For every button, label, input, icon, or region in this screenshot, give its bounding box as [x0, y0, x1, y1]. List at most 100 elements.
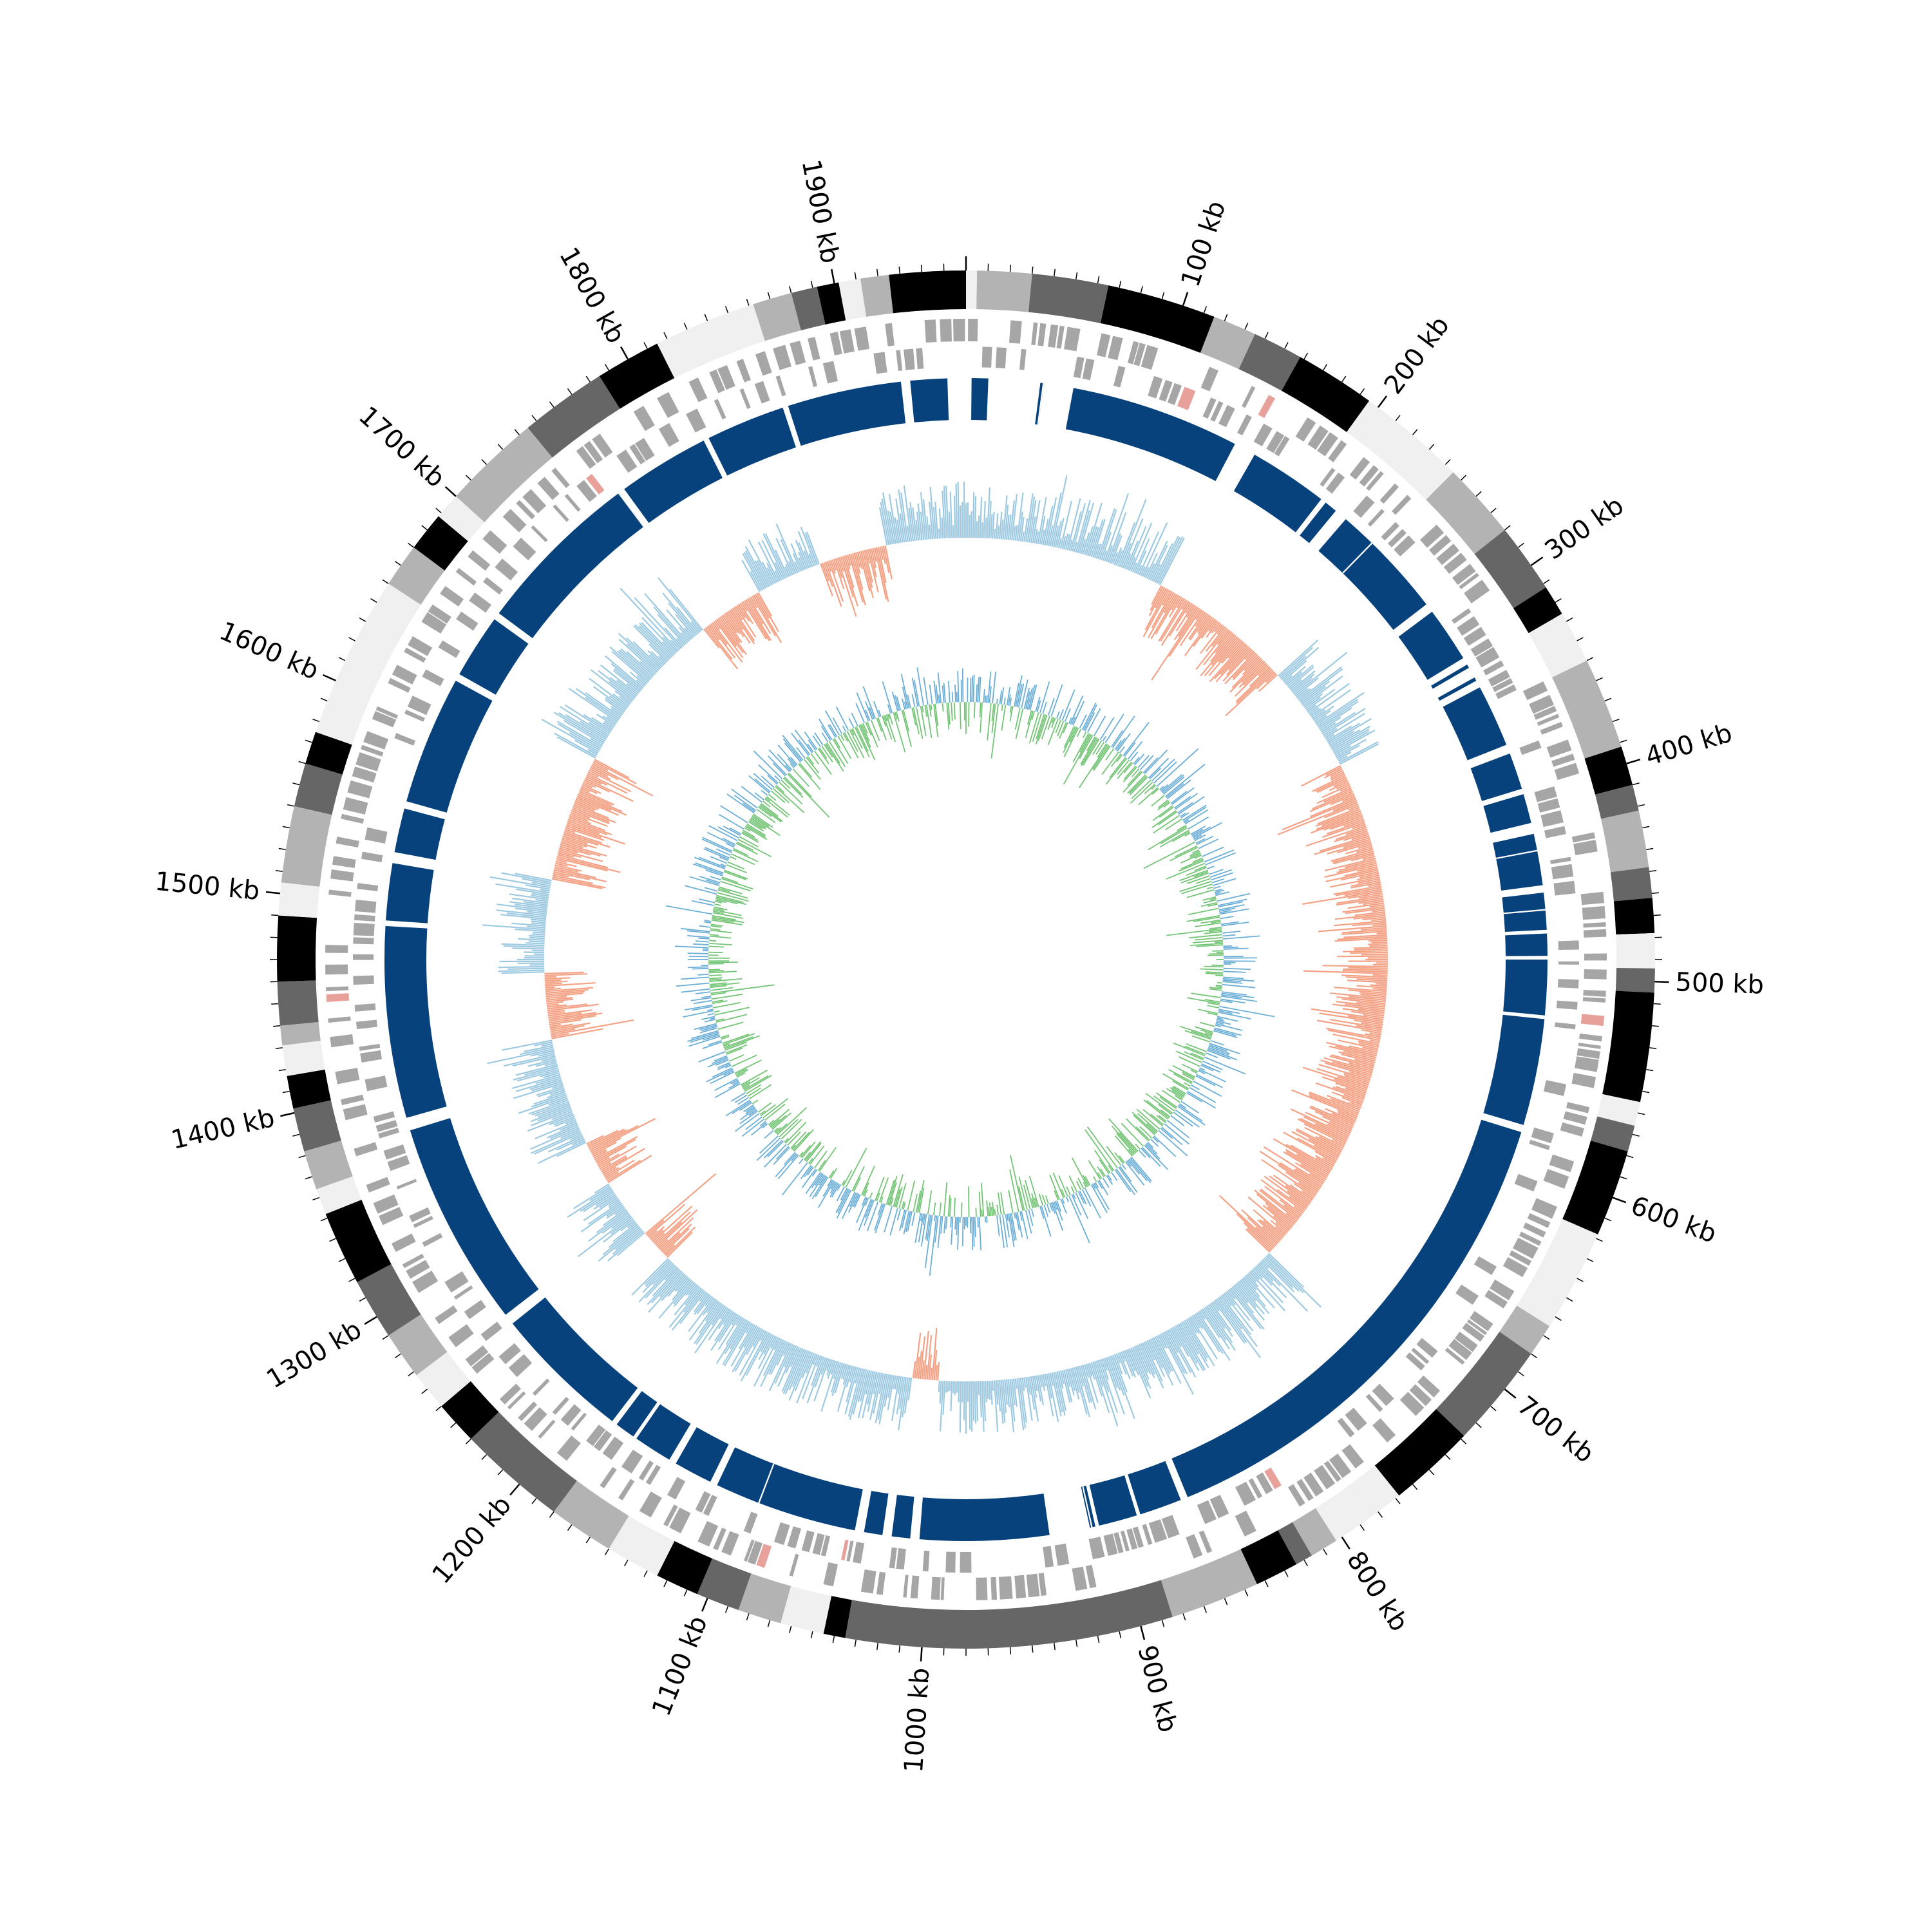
skew-bar — [795, 540, 808, 569]
skew-bar — [748, 539, 773, 585]
feature-box — [1159, 379, 1173, 402]
skew-bar — [587, 1128, 625, 1148]
skew-bar — [1068, 539, 1073, 551]
skew-bar — [843, 555, 855, 588]
skew-bar — [564, 704, 611, 734]
skew-bar — [878, 1373, 884, 1394]
skew-bar — [1070, 511, 1082, 551]
feature-box — [422, 1233, 443, 1247]
minor-tick — [585, 1537, 591, 1544]
skew-bar — [907, 1378, 913, 1401]
skew-bar — [518, 938, 545, 941]
gc-bar — [1157, 811, 1178, 826]
gc-bar — [720, 863, 726, 867]
gc-bar — [799, 1159, 804, 1164]
gc-bar — [829, 724, 838, 737]
skew-bar — [838, 557, 844, 572]
gc-bar — [1198, 838, 1218, 849]
gc-bar — [1083, 739, 1100, 766]
band-segment — [282, 1040, 325, 1076]
skew-bar — [907, 525, 911, 542]
skew-bar — [690, 621, 701, 633]
gc-bar — [887, 704, 891, 714]
skew-bar — [569, 813, 589, 822]
gc-bar — [917, 1180, 925, 1213]
band-segment — [753, 292, 801, 341]
gc-bar — [1047, 719, 1059, 746]
gc-bar — [710, 928, 721, 931]
block-segment — [1503, 960, 1548, 1016]
feature-box — [1103, 1533, 1118, 1557]
gc-bar — [691, 1005, 713, 1011]
skew-bar — [1288, 666, 1314, 689]
skew-bar — [571, 810, 591, 819]
gc-bar — [1202, 896, 1217, 901]
skew-bar — [1320, 716, 1341, 732]
skew-bar — [587, 1130, 619, 1146]
skew-bar — [1154, 1336, 1173, 1372]
skew-bar — [662, 636, 678, 653]
gc-bar — [893, 712, 906, 753]
skew-bar — [681, 632, 690, 642]
feature-box — [392, 1233, 416, 1252]
feature-box — [1573, 839, 1598, 855]
skew-bar — [574, 739, 599, 754]
skew-bar — [1343, 1073, 1370, 1083]
skew-bar — [1107, 1356, 1121, 1391]
feature-box — [564, 493, 581, 512]
minor-tick — [514, 429, 520, 435]
skew-bar — [1160, 601, 1190, 647]
feature-box — [440, 585, 464, 607]
gc-bar — [1111, 730, 1124, 748]
gc-bar — [984, 1216, 987, 1222]
skew-bar — [1144, 553, 1158, 578]
gc-bar — [751, 816, 781, 837]
skew-bar — [603, 1208, 627, 1226]
skew-bar — [1056, 1371, 1067, 1411]
skew-bar — [755, 592, 779, 632]
skew-bar — [513, 1082, 564, 1099]
gc-bar — [1217, 1016, 1238, 1022]
skew-bar — [554, 864, 582, 872]
band-segment — [277, 915, 317, 982]
skew-bar — [844, 1367, 858, 1415]
gc-bar — [1179, 1056, 1201, 1068]
gc-bar — [750, 819, 766, 830]
feature-box — [638, 1460, 654, 1481]
skew-bar — [572, 806, 610, 823]
block-gap — [1495, 849, 1538, 859]
feature-box — [396, 1179, 417, 1189]
minor-tick — [278, 848, 286, 850]
skew-bar — [1104, 1358, 1125, 1415]
skew-bar — [1291, 673, 1315, 693]
minor-tick — [876, 1643, 878, 1651]
skew-bar — [603, 721, 614, 728]
gc-bar — [992, 671, 996, 704]
feature-box — [922, 1550, 930, 1572]
feature-box — [379, 1207, 404, 1226]
gc-bar — [779, 781, 803, 805]
gc-bar — [782, 777, 804, 799]
gc-bar — [722, 837, 736, 846]
skew-bar — [1231, 1286, 1255, 1314]
gc-bar — [732, 1080, 739, 1085]
block-segment — [1318, 519, 1426, 630]
gc-bar — [1215, 941, 1224, 943]
minor-tick — [1428, 444, 1435, 450]
gc-bar — [886, 714, 896, 743]
gc-bar — [1208, 954, 1224, 956]
skew-bar — [618, 649, 652, 679]
block-segment — [616, 1390, 658, 1437]
skew-bar — [565, 714, 607, 741]
skew-bar — [1330, 729, 1361, 748]
band-segment — [305, 732, 352, 775]
skew-bar — [614, 668, 642, 692]
minor-tick — [312, 718, 320, 723]
skew-bar — [1218, 1296, 1258, 1347]
gc-bar — [1153, 761, 1177, 784]
gc-bar — [787, 1131, 801, 1146]
gc-bar — [1179, 1103, 1187, 1109]
skew-bar — [952, 1381, 954, 1394]
minor-tick — [1119, 1631, 1122, 1639]
skew-bar — [1354, 1058, 1375, 1065]
